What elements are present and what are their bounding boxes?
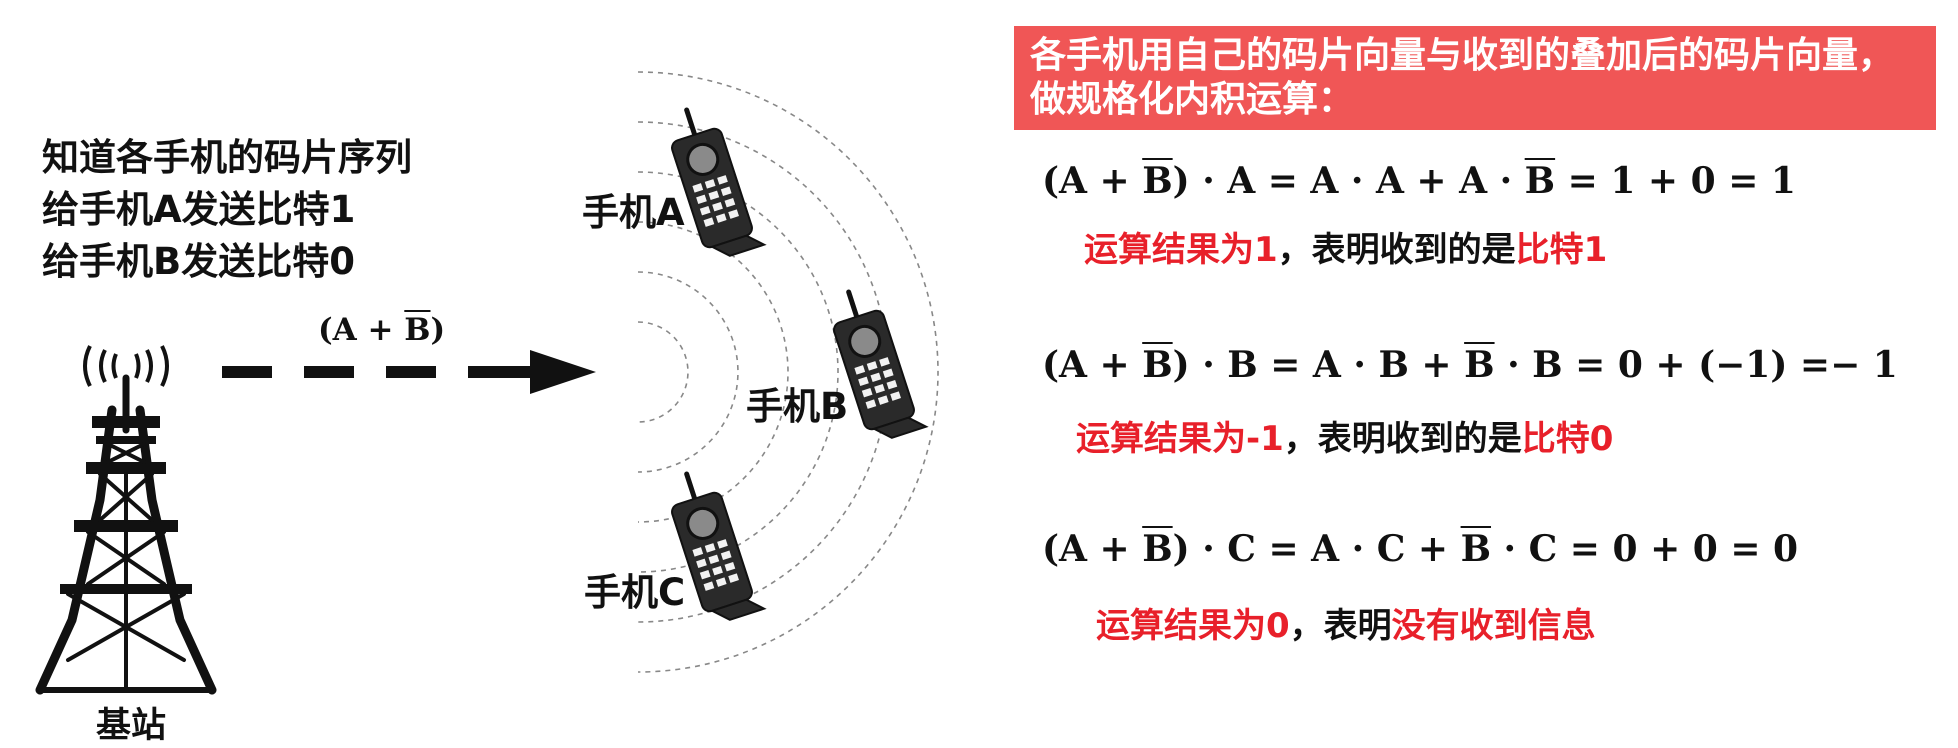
header-line-2: 做规格化内积运算：: [1030, 79, 1355, 120]
station-label: 基站: [96, 706, 167, 746]
signal-b-bar: B: [404, 312, 431, 348]
signal-paren-close: ): [430, 312, 446, 348]
result-b: 运算结果为-1，表明收到的是比特0: [1076, 419, 1614, 459]
antenna-waves-icon: [83, 345, 169, 387]
phone-a-label: 手机A: [582, 191, 685, 234]
intro-line-3: 给手机B发送比特0: [42, 240, 355, 283]
formula-c: (A + B) · C = A · C + B · C = 0 + 0 = 0: [1042, 528, 1799, 570]
signal-plus: +: [356, 312, 405, 348]
diagram-canvas: [35, 71, 939, 695]
formula-b: (A + B) · B = A · B + B · B = 0 + (−1) =…: [1042, 344, 1898, 386]
phone-b-label: 手机B: [746, 385, 849, 428]
phone-c-label: 手机C: [584, 571, 686, 614]
result-a: 运算结果为1，表明收到的是比特1: [1084, 230, 1608, 270]
header-banner: 各手机用自己的码片向量与收到的叠加后的码片向量， 做规格化内积运算：: [1014, 26, 1936, 130]
signal-a: A: [332, 312, 357, 348]
result-c: 运算结果为0，表明没有收到信息: [1096, 606, 1596, 646]
signal-paren-open: (: [318, 312, 333, 348]
transmission-arrow: [222, 350, 596, 394]
intro-line-1: 知道各手机的码片序列: [42, 136, 412, 179]
intro-line-2: 给手机A发送比特1: [42, 188, 356, 231]
tower-icon: [35, 374, 217, 695]
header-line-1: 各手机用自己的码片向量与收到的叠加后的码片向量，: [1030, 35, 1895, 76]
formula-a: (A + B) · A = A · A + A · B = 1 + 0 = 1: [1042, 160, 1796, 202]
signal-formula: (A + B): [318, 312, 445, 348]
intro-text: 知道各手机的码片序列 给手机A发送比特1 给手机B发送比特0: [42, 132, 412, 288]
